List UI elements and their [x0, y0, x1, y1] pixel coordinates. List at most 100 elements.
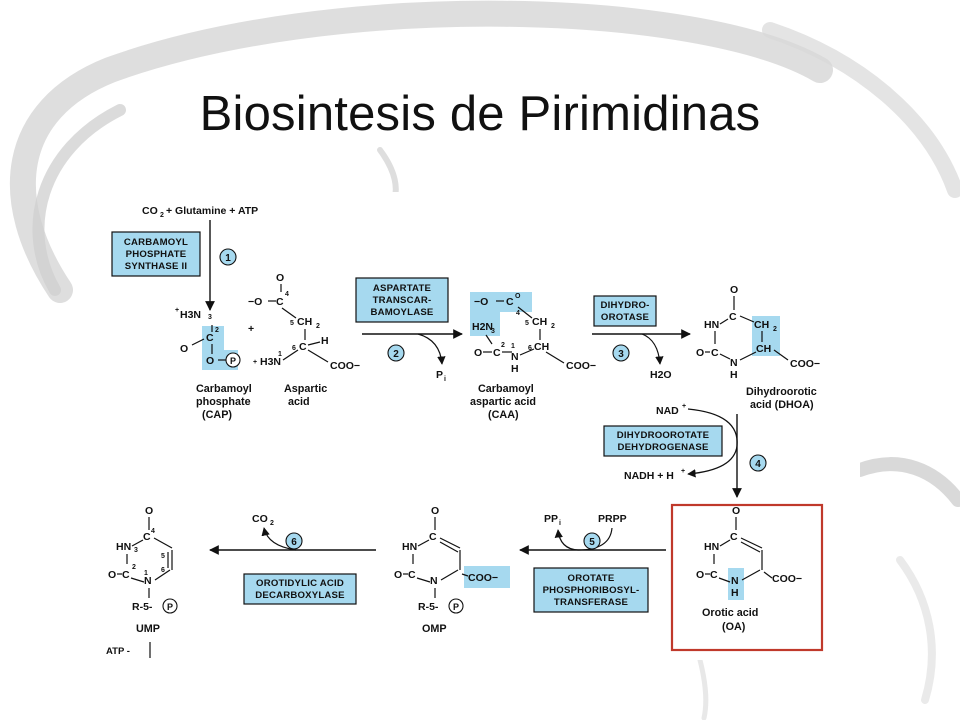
svg-text:i: i [444, 376, 446, 383]
svg-text:C: C [122, 569, 130, 581]
svg-text:C: C [276, 296, 284, 308]
svg-text:+: + [175, 307, 179, 314]
svg-text:O: O [108, 569, 116, 581]
step-3-badge: 3 [612, 344, 630, 362]
svg-text:TRANSCAR-: TRANSCAR- [373, 295, 432, 306]
step-4-badge: 4 [749, 454, 767, 472]
svg-text:O: O [515, 293, 521, 300]
svg-text:HN: HN [116, 541, 131, 553]
svg-text:C: C [143, 531, 151, 543]
svg-text:C: C [299, 341, 307, 353]
svg-text:COO−: COO− [772, 573, 802, 585]
svg-text:DECARBOXYLASE: DECARBOXYLASE [255, 590, 345, 601]
carbamoyl-phosphate-structure: H3N + 3 C 2 O O P [175, 307, 241, 370]
svg-text:PHOSPHATE: PHOSPHATE [126, 249, 187, 260]
svg-text:3: 3 [208, 314, 212, 321]
enzyme-omp-decarboxylase: OROTIDYLIC ACID DECARBOXYLASE [243, 573, 357, 605]
svg-text:H2N: H2N [472, 321, 493, 333]
svg-text:+: + [248, 323, 254, 335]
page-title: Biosintesis de Pirimidinas [199, 87, 761, 141]
svg-text:CO: CO [142, 205, 158, 217]
arrow-h2o-release [641, 333, 664, 365]
svg-text:PRPP: PRPP [598, 513, 627, 525]
svg-text:H2O: H2O [650, 369, 672, 381]
input-reactants: CO 2 + Glutamine + ATP [142, 205, 258, 219]
svg-text:3: 3 [491, 328, 495, 335]
svg-text:HN: HN [402, 541, 417, 553]
svg-text:DIHYDRO-: DIHYDRO- [600, 300, 649, 311]
svg-text:H: H [731, 587, 739, 599]
svg-text:2: 2 [316, 323, 320, 330]
svg-text:HN: HN [704, 541, 719, 553]
svg-text:C: C [206, 332, 214, 344]
svg-text:2: 2 [270, 520, 274, 527]
svg-text:i: i [559, 520, 561, 527]
svg-text:R-5-: R-5- [132, 601, 153, 613]
step-2-badge: 2 [387, 344, 405, 362]
svg-text:6: 6 [528, 345, 532, 352]
orotic-acid-highlight-box [670, 503, 824, 652]
svg-text:+: + [682, 403, 686, 410]
svg-text:1: 1 [144, 570, 148, 577]
svg-text:C: C [506, 296, 514, 308]
dihydroorotic-acid-structure: O C HN CH 2 CH O C N H COO− [696, 284, 820, 381]
svg-text:Aspartic: Aspartic [284, 383, 327, 395]
svg-text:1: 1 [278, 351, 282, 358]
svg-text:NAD: NAD [656, 405, 679, 417]
svg-text:2: 2 [773, 326, 777, 333]
svg-text:1: 1 [225, 253, 231, 264]
svg-text:Orotic acid: Orotic acid [702, 607, 758, 619]
svg-text:O: O [145, 505, 153, 517]
enzyme-oprt: OROTATE PHOSPHORIBOSYL- TRANSFERASE [533, 567, 649, 613]
svg-text:C: C [408, 569, 416, 581]
svg-text:H: H [730, 369, 738, 381]
svg-text:OROTASE: OROTASE [601, 312, 650, 323]
svg-text:3: 3 [618, 349, 624, 360]
svg-text:6: 6 [291, 537, 297, 548]
svg-text:O: O [696, 347, 704, 359]
svg-text:Dihydroorotic: Dihydroorotic [746, 386, 817, 398]
svg-text:P: P [230, 356, 236, 366]
svg-text:5: 5 [525, 320, 529, 327]
svg-text:acid (DHOA): acid (DHOA) [750, 399, 814, 411]
svg-text:SYNTHASE II: SYNTHASE II [125, 261, 188, 272]
svg-text:Carbamoyl: Carbamoyl [196, 383, 252, 395]
svg-text:2: 2 [393, 349, 399, 360]
carbamoyl-aspartic-acid-structure: −O C O 4 5 CH 2 H2N 3 6 CH O C 2 1 N H C… [470, 292, 596, 375]
svg-text:CH: CH [297, 316, 312, 328]
svg-text:C: C [711, 347, 719, 359]
svg-text:N: N [144, 575, 152, 587]
svg-text:aspartic acid: aspartic acid [470, 396, 536, 408]
svg-text:H3N: H3N [180, 309, 201, 321]
enzyme-cps2: CARBAMOYL PHOSPHATE SYNTHASE II [111, 231, 201, 277]
svg-text:C: C [493, 347, 501, 359]
svg-text:ATP -: ATP - [106, 646, 130, 657]
svg-text:OMP: OMP [422, 623, 447, 635]
svg-text:CH: CH [756, 343, 771, 355]
svg-text:OROTIDYLIC ACID: OROTIDYLIC ACID [256, 578, 344, 589]
svg-text:4: 4 [516, 310, 520, 317]
svg-text:1: 1 [511, 343, 515, 350]
svg-text:5: 5 [589, 537, 595, 548]
svg-text:O: O [206, 355, 214, 367]
svg-text:(CAA): (CAA) [488, 409, 519, 421]
omp-structure: O C HN O C N COO− R-5- P [394, 505, 510, 614]
svg-text:2: 2 [160, 212, 164, 219]
svg-text:5: 5 [290, 320, 294, 327]
svg-text:N: N [730, 357, 738, 369]
svg-text:R-5-: R-5- [418, 601, 439, 613]
svg-text:2: 2 [551, 323, 555, 330]
svg-text:DIHYDROOROTATE: DIHYDROOROTATE [617, 430, 710, 441]
svg-text:N: N [511, 351, 519, 363]
svg-text:+: + [681, 468, 685, 475]
enzyme-dihydroorotase: DIHYDRO- OROTASE [593, 295, 657, 327]
svg-text:−O: −O [474, 296, 488, 308]
svg-text:+ Glutamine + ATP: + Glutamine + ATP [166, 205, 258, 217]
svg-text:O: O [696, 569, 704, 581]
svg-text:O: O [730, 284, 738, 296]
svg-text:P: P [453, 602, 459, 612]
svg-text:CH: CH [532, 316, 547, 328]
svg-text:2: 2 [501, 342, 505, 349]
ump-structure: O C 4 HN 3 5 6 O C 2 1 N R-5- P [108, 505, 178, 614]
svg-text:HN: HN [704, 319, 719, 331]
